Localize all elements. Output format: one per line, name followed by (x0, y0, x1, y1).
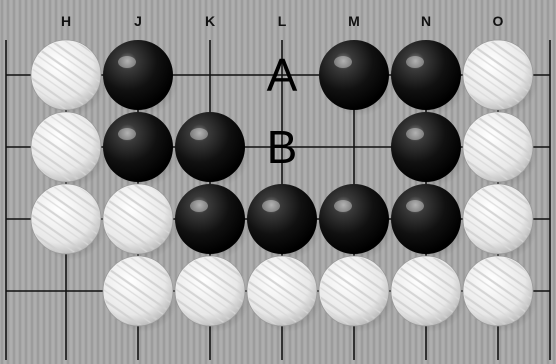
stone-highlight (190, 128, 208, 140)
stone-outline (462, 111, 534, 183)
black-stone (175, 184, 250, 260)
stone-body (175, 112, 245, 182)
column-label-h: H (61, 13, 71, 29)
stone-outline (318, 255, 390, 327)
white-stone (318, 255, 394, 332)
stone-highlight (334, 200, 352, 212)
white-stone (30, 183, 106, 260)
stone-body (391, 184, 461, 254)
black-stone (319, 40, 394, 116)
stone-body (247, 184, 317, 254)
stone-body (319, 184, 389, 254)
stone-outline (246, 255, 318, 327)
black-stone (391, 184, 466, 260)
stone-grain (32, 113, 100, 181)
stone-body (103, 40, 173, 110)
stone-grain (320, 257, 388, 325)
column-label-m: M (348, 13, 360, 29)
point-labels: AB (267, 49, 298, 173)
white-stone (102, 255, 178, 332)
column-label-l: L (278, 13, 287, 29)
stone-outline (30, 183, 102, 255)
stone-highlight (262, 200, 280, 212)
stone-grain (104, 185, 172, 253)
stone-highlight (406, 200, 424, 212)
stone-body (391, 40, 461, 110)
stone-highlight (334, 56, 352, 68)
black-stone (391, 112, 466, 188)
stone-highlight (406, 56, 424, 68)
white-stone (462, 111, 538, 188)
stone-grain (32, 41, 100, 109)
stone-body (175, 184, 245, 254)
stone-grain (464, 257, 532, 325)
stone-outline (174, 255, 246, 327)
stones-layer (30, 39, 538, 332)
stone-highlight (118, 56, 136, 68)
stone-grain (464, 41, 532, 109)
stone-outline (462, 255, 534, 327)
point-label-a: A (267, 49, 298, 101)
black-stone (103, 112, 178, 188)
stone-body (103, 112, 173, 182)
stone-body (319, 40, 389, 110)
stone-outline (462, 183, 534, 255)
stone-outline (30, 111, 102, 183)
stone-highlight (190, 200, 208, 212)
white-stone (30, 39, 106, 116)
black-stone (175, 112, 250, 188)
column-label-n: N (421, 13, 431, 29)
stone-highlight (118, 128, 136, 140)
stone-body (391, 112, 461, 182)
white-stone (390, 255, 466, 332)
white-stone (462, 183, 538, 260)
black-stone (391, 40, 466, 116)
white-stone (462, 255, 538, 332)
stone-grain (32, 185, 100, 253)
white-stone (174, 255, 250, 332)
column-label-j: J (134, 13, 142, 29)
stone-grain (464, 113, 532, 181)
stone-outline (102, 183, 174, 255)
stone-outline (462, 39, 534, 111)
stone-grain (464, 185, 532, 253)
stone-grain (392, 257, 460, 325)
column-label-o: O (493, 13, 504, 29)
stone-outline (390, 255, 462, 327)
black-stone (103, 40, 178, 116)
white-stone (246, 255, 322, 332)
white-stone (30, 111, 106, 188)
white-stone (462, 39, 538, 116)
stone-grain (104, 257, 172, 325)
stone-outline (102, 255, 174, 327)
column-label-k: K (205, 13, 215, 29)
stone-grain (176, 257, 244, 325)
black-stone (319, 184, 394, 260)
point-label-b: B (267, 121, 298, 173)
black-stone (247, 184, 322, 260)
stone-grain (248, 257, 316, 325)
stone-highlight (406, 128, 424, 140)
white-stone (102, 183, 178, 260)
stone-outline (30, 39, 102, 111)
